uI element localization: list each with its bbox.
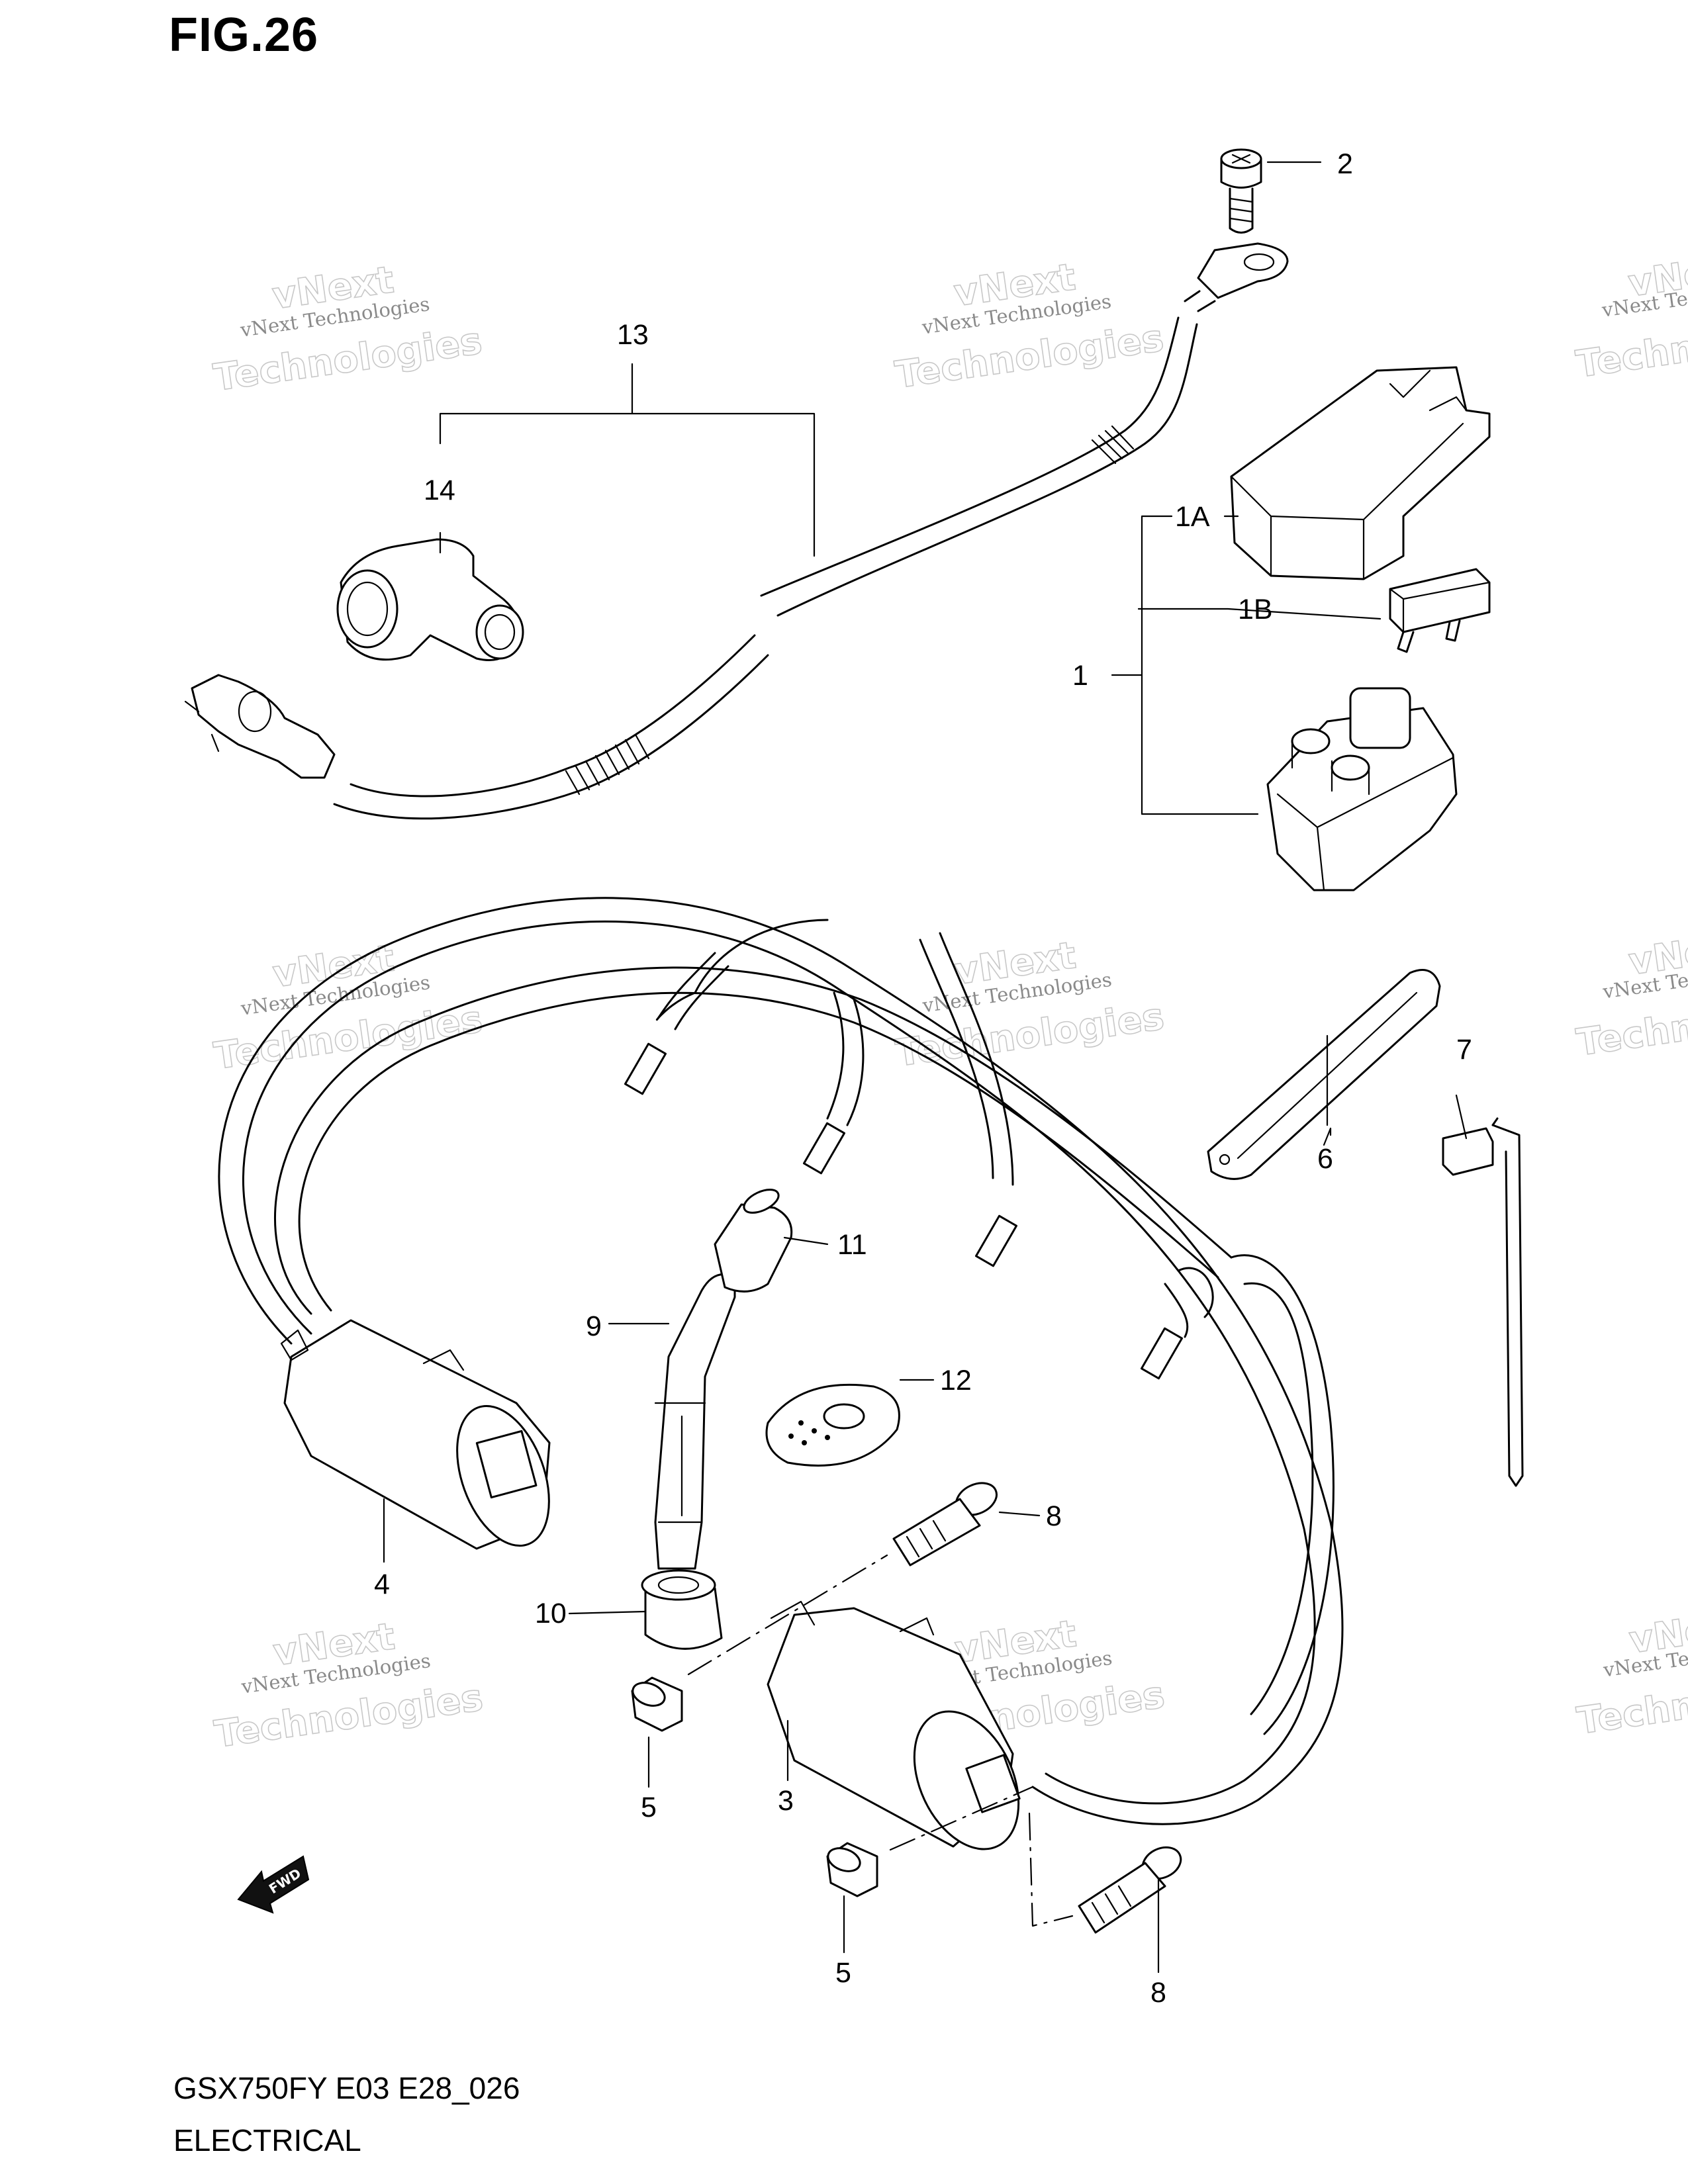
callout-6: 6 [1317,1143,1333,1175]
callout-8-upper: 8 [1046,1500,1062,1532]
callout-5-lower: 5 [835,1957,851,1989]
callout-4: 4 [374,1569,390,1600]
callout-2: 2 [1337,148,1353,180]
joint-part-11 [714,1189,793,1293]
callout-7: 7 [1456,1034,1472,1066]
callout-1b: 1B [1238,594,1273,625]
forward-direction-arrow: FWD [237,1855,310,1914]
callout-14: 14 [424,475,455,506]
callout-labels: 2 13 14 1A 1B 1 7 6 11 9 12 8 4 10 5 3 5… [374,148,1472,2009]
watermark-mid-center: vNext vNext Technologies Technologies [892,933,1167,1075]
callout-1: 1 [1072,660,1088,692]
fuse-part-1b [1389,568,1491,653]
watermark-low-left: vNext vNext Technologies Technologies [211,1615,486,1757]
callout-12: 12 [940,1365,972,1396]
callout-3: 3 [778,1785,794,1817]
bolt-part-8-lower [1078,1846,1182,1934]
relay-cover-part-1a [1230,366,1491,580]
watermark-top-left: vNext vNext Technologies Technologies [211,258,485,400]
watermark-mid-right: vNext vNext Technologies Technologies [1573,924,1688,1066]
cable-tie-part-7 [1442,1117,1524,1487]
callout-13: 13 [617,319,649,351]
callout-leaders [383,161,1468,1974]
bolt-part-8-upper [892,1482,998,1567]
bracket-part-6 [1207,969,1441,1180]
plug-cap-part-9 [654,1273,736,1570]
screw-part-2 [1220,148,1262,234]
starter-relay-part-1 [1266,687,1458,891]
watermark-top-right: vNext vNext Technologies Technologies [1573,246,1688,387]
seal-part-10 [641,1569,723,1650]
grommet-part-12 [765,1383,900,1467]
section-name: ELECTRICAL [173,2123,361,2158]
callout-5-upper: 5 [641,1792,657,1823]
collar-part-5-upper [631,1676,683,1732]
cap-part-14 [336,538,524,661]
assembly-guide-lines [687,1554,1074,1927]
svg-text:Technologies: Technologies [1573,306,1688,387]
watermark-low-right: vNext vNext Technologies Technologies [1574,1602,1688,1744]
model-code: GSX750FY E03 E28_026 [173,2071,520,2105]
watermark-top-center: vNext vNext Technologies Technologies [892,255,1167,397]
callout-1a: 1A [1175,501,1210,533]
ignition-coil-part-4 [280,1319,551,1550]
callout-11: 11 [837,1229,867,1261]
callout-8-lower: 8 [1150,1977,1166,2009]
callout-10: 10 [535,1598,567,1629]
callout-9: 9 [586,1310,602,1342]
battery-cable-part-13 [184,242,1289,820]
high-tension-leads [218,897,1344,1825]
figure-title: FIG.26 [169,9,319,62]
collar-part-5-lower [826,1842,878,1897]
